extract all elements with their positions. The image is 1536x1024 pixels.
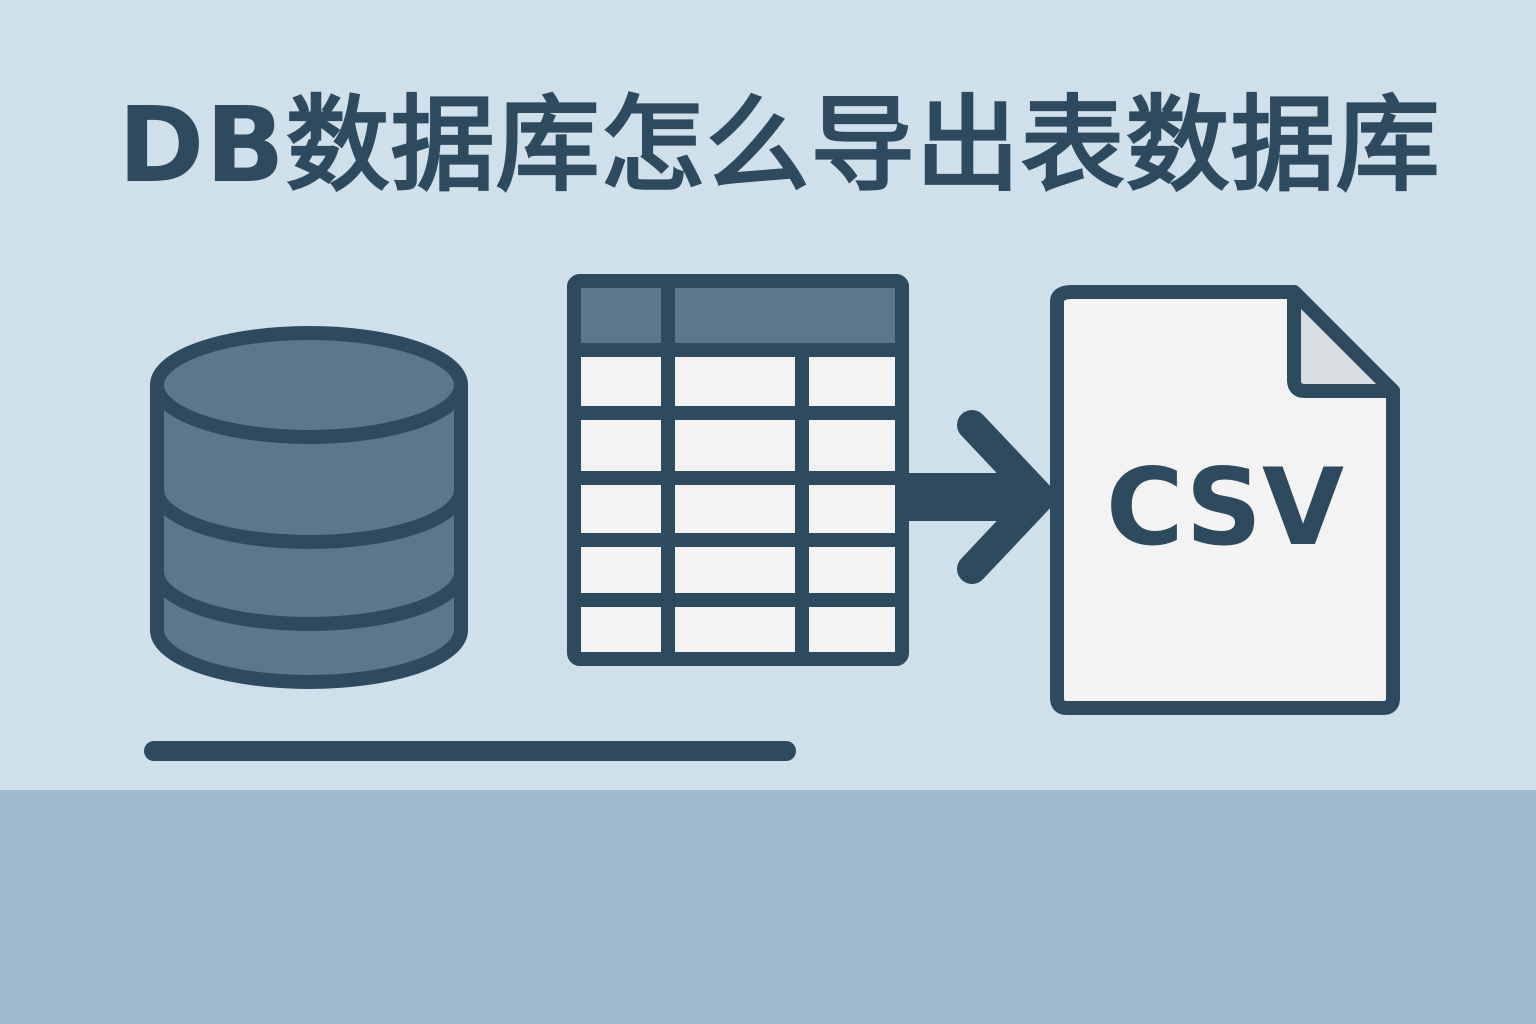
arrow-right-icon [902, 410, 1055, 584]
database-icon [150, 326, 468, 689]
background-bottom [0, 790, 1536, 1024]
page-title: DB数据库怎么导出表数据库 [118, 84, 1441, 206]
csv-file-icon: CSV [1050, 285, 1400, 715]
file-label: CSV [1106, 446, 1344, 569]
table-icon [567, 274, 909, 666]
